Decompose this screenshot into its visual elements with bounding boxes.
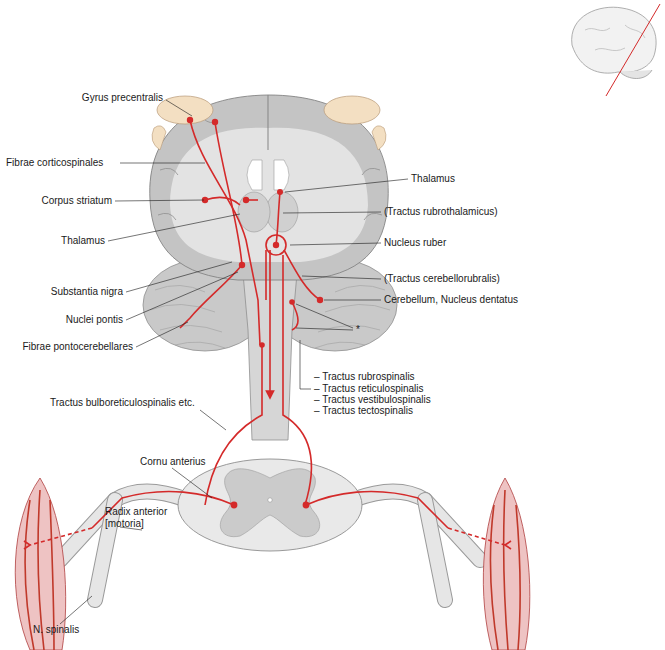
structure-label: (Tractus cerebellorubralis): [384, 273, 500, 285]
structure-label: Nucleus ruber: [384, 237, 446, 249]
structure-label: Thalamus: [411, 173, 455, 185]
structure-label: – Tractus tectospinalis: [314, 405, 413, 417]
structure-label: Fibrae pontocerebellares: [22, 341, 133, 353]
structure-label: Cerebellum, Nucleus dentatus: [384, 294, 518, 306]
structure-label: (Tractus rubrothalamicus): [384, 206, 498, 218]
leader-lines: [60, 100, 408, 624]
structure-label: Substantia nigra: [51, 286, 123, 298]
structure-label: – Tractus reticulospinalis: [314, 383, 424, 395]
structure-label: Cornu anterius: [140, 456, 206, 468]
structure-label: Corpus striatum: [41, 195, 112, 207]
structure-label: N. spinalis: [33, 624, 79, 636]
structure-label: *: [356, 324, 360, 336]
structure-label: Gyrus precentralis: [82, 92, 163, 104]
cerebrum-section: [150, 95, 388, 280]
structure-label: Nuclei pontis: [66, 314, 123, 326]
neuron-bodies: [187, 117, 323, 509]
structure-label: Thalamus: [61, 235, 105, 247]
structure-label: Tractus bulboreticulospinalis etc.: [50, 397, 195, 409]
structure-label: – Tractus vestibulospinalis: [314, 394, 431, 406]
muscle: [15, 478, 530, 650]
motor-pathways: [24, 120, 511, 549]
structure-label: Fibrae corticospinales: [6, 157, 103, 169]
orientation-icon: [572, 4, 660, 96]
structure-label: Radix anterior [motoria]: [105, 506, 185, 530]
structure-label: – Tractus rubrospinalis: [314, 371, 415, 383]
